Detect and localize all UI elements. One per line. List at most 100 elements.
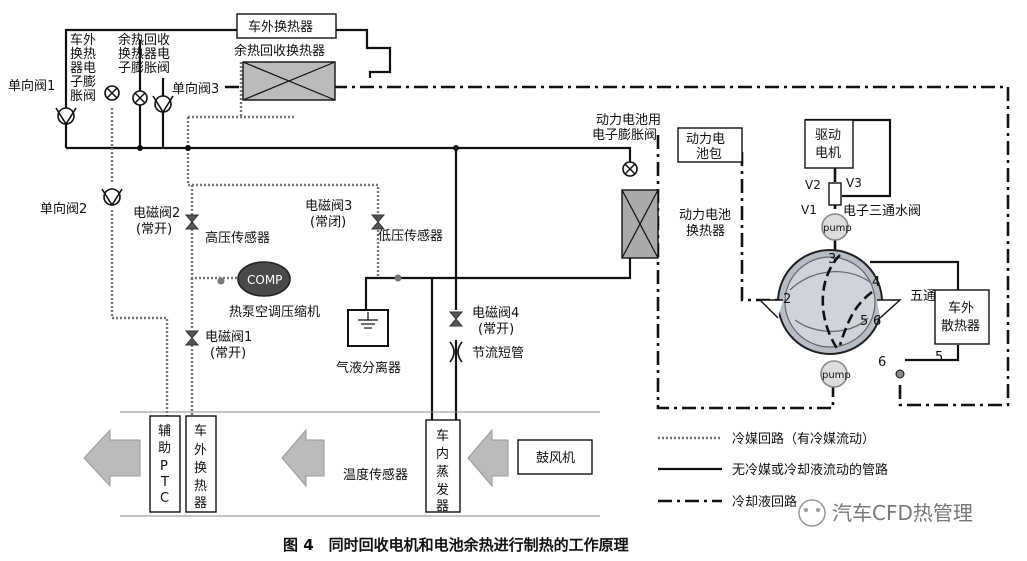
check-valve-2-icon: [101, 188, 123, 207]
waste-heat-hx: [242, 61, 336, 101]
air-outlet-arrow-icon: [83, 428, 141, 488]
throttle-tube-icon: [449, 341, 463, 363]
watermark: 汽车CFD热管理: [798, 499, 973, 527]
solenoid-4-state: (常开): [478, 322, 514, 337]
svg-text:外: 外: [194, 443, 207, 458]
evaporator-label: 车 内 蒸 发 器: [436, 428, 449, 514]
check-valve-3-label: 单向阀3: [172, 81, 219, 97]
solenoid-1-label: 电磁阀1: [205, 330, 252, 345]
legend-no-flow: 无冷媒或冷却液流动的管路: [732, 462, 888, 478]
three-way-valve-label: 电子三通水阀: [843, 204, 921, 219]
temp-sensor-label: 温度传感器: [343, 467, 408, 483]
blower-box: [517, 439, 593, 475]
gas-liquid-separator-icon: [347, 309, 389, 347]
low-pressure-sensor-label: 低压传感器: [378, 228, 443, 244]
compressor-label: 热泵空调压缩机: [229, 304, 320, 320]
drive-motor-label-2: 电机: [815, 146, 841, 161]
svg-text:汽车CFD热管理: 汽车CFD热管理: [832, 501, 973, 525]
v1-label: V1: [801, 203, 817, 217]
legend-coolant: 冷却液回路: [732, 494, 797, 510]
outer-hx-exp-valve-label: 车外 换热 器电 子膨 胀阀: [70, 32, 96, 104]
solenoid-4-label: 电磁阀4: [472, 306, 519, 321]
check-valve-2-label: 单向阀2: [40, 201, 87, 217]
drive-motor-label-1: 驱动: [815, 128, 841, 143]
three-way-valve-icon: [828, 182, 842, 206]
svg-text:器: 器: [436, 499, 449, 514]
port-5a-label: 5: [860, 314, 868, 329]
battery-pack-label-2: 池包: [696, 147, 722, 162]
check-valve-1-label: 单向阀1: [8, 78, 55, 94]
outer-radiator-label-1: 车外: [948, 300, 974, 316]
air-inlet-arrow-icon: [467, 428, 509, 488]
aux-ptc-label: 辅 助 P T C: [158, 424, 171, 506]
svg-text:胀阀: 胀阀: [70, 89, 96, 104]
svg-text:发: 发: [436, 482, 449, 498]
svg-text:换热器电: 换热器电: [118, 47, 170, 62]
battery-exp-valve-label-2: 电子膨胀阀: [592, 128, 657, 143]
svg-text:内: 内: [436, 446, 449, 462]
port-6a-label: 6: [873, 314, 881, 329]
pump-top-icon: pump: [821, 213, 852, 241]
svg-text:车: 车: [194, 423, 207, 439]
svg-text:辅: 辅: [158, 424, 171, 439]
svg-text:器电: 器电: [70, 61, 96, 76]
svg-text:助: 助: [158, 441, 171, 456]
port-3-label: 3: [828, 252, 836, 267]
svg-text:pump: pump: [823, 223, 852, 234]
svg-text:pump: pump: [822, 370, 851, 381]
solenoid-1-state: (常开): [210, 346, 246, 361]
outer-hx-bottom-box: [185, 415, 217, 513]
svg-text:热: 热: [194, 479, 207, 494]
waste-heat-hx-label: 余热回收换热器: [234, 43, 325, 59]
outer-hx-exp-valve-icon: [104, 85, 120, 101]
svg-text:P: P: [160, 459, 168, 474]
battery-pack-box: [677, 127, 743, 163]
svg-text:换热: 换热: [70, 47, 96, 62]
svg-text:蒸: 蒸: [436, 465, 449, 480]
battery-hx: [621, 189, 659, 259]
solenoid-2-state: (常开): [136, 222, 172, 237]
solenoid-3-icon: [370, 214, 386, 230]
outer-radiator-label-2: 散热器: [941, 319, 980, 334]
solenoid-4-icon: [448, 311, 464, 327]
check-valve-1-icon: [55, 107, 77, 126]
svg-text:C: C: [160, 491, 169, 506]
svg-text:器: 器: [194, 496, 207, 511]
outer-hx-top-box: [236, 13, 337, 39]
svg-text:COMP: COMP: [247, 273, 282, 287]
gas-liquid-separator-label: 气液分离器: [336, 360, 401, 376]
high-pressure-sensor-label: 高压传感器: [205, 230, 270, 246]
svg-text:子膨: 子膨: [70, 75, 96, 90]
svg-text:余热回收: 余热回收: [118, 32, 170, 48]
compressor-icon: COMP: [237, 261, 291, 297]
air-duct: [120, 411, 600, 517]
throttle-tube-label: 节流短管: [472, 346, 524, 361]
low-pressure-sensor-dot: [394, 274, 402, 282]
outer-hx-top-label: 车外换热器: [248, 19, 313, 35]
high-pressure-sensor-dot: [217, 277, 225, 285]
battery-hx-label-2: 换热器: [686, 224, 725, 239]
battery-exp-valve-label-1: 动力电池用: [596, 113, 661, 128]
solenoid-1-icon: [184, 330, 200, 346]
port-4-label: 4: [872, 275, 880, 290]
air-mid-arrow-icon: [281, 428, 325, 488]
waste-hx-exp-valve-icon: [132, 90, 148, 106]
port-6b-label: 6: [878, 355, 886, 370]
evaporator-box: [425, 419, 461, 513]
outer-hx-bottom-label: 车 外 换 热 器: [194, 423, 207, 511]
aux-ptc-box: [149, 415, 181, 513]
check-valve-3-icon: [152, 95, 174, 114]
legend: 冷媒回路（有冷媒流动） 无冷媒或冷却液流动的管路 冷却液回路: [658, 431, 888, 510]
svg-text:T: T: [160, 475, 169, 490]
solenoid-3-state: (常闭): [310, 215, 346, 230]
solenoid-3-label: 电磁阀3: [305, 199, 352, 214]
waste-hx-exp-valve-label: 余热回收 换热器电 子膨胀阀: [118, 32, 170, 76]
port-2-label: 2: [783, 292, 791, 307]
battery-hx-label-1: 动力电池: [679, 208, 731, 223]
outer-radiator-box: [934, 289, 990, 345]
svg-text:子膨胀阀: 子膨胀阀: [118, 61, 170, 76]
svg-text:车: 车: [436, 428, 449, 444]
v2-label: V2: [805, 178, 821, 192]
